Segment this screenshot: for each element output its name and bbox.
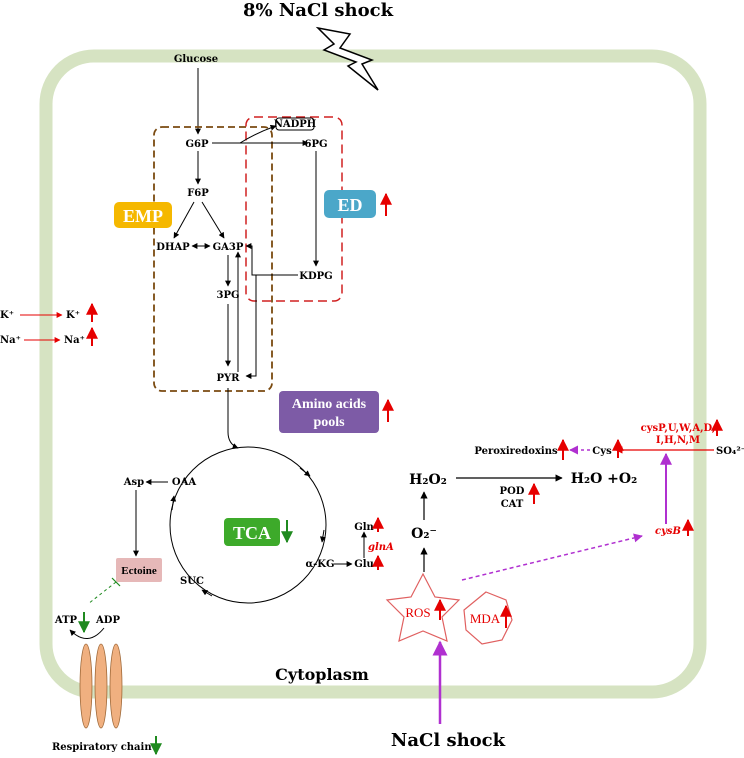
emp-label: EMP [123, 206, 163, 226]
cys-label: Cys [592, 446, 612, 457]
tca-label: TCA [233, 523, 271, 543]
ros-star [385, 572, 461, 642]
tca-box [224, 518, 280, 546]
superoxide-label: O₂⁻ [411, 526, 437, 542]
atp-label: ATP [54, 615, 78, 626]
pyr-label: PYR [217, 373, 241, 384]
nacl-shock-label: NaCl shock [391, 730, 506, 751]
ed-box [324, 190, 376, 218]
tca-arrow-top [299, 467, 311, 477]
glucose-label: Glucose [174, 54, 218, 65]
suc-label: SUC [180, 576, 204, 587]
glu-label: Glu [354, 559, 374, 570]
ed-label: ED [337, 195, 362, 215]
respiratory-protein-3 [109, 643, 123, 729]
ros-to-cysb-arrow [461, 533, 643, 581]
glna-label: glnA [368, 542, 394, 553]
g6p-label: G6P [185, 139, 208, 150]
cytoplasm-label: Cytoplasm [275, 665, 369, 684]
emp-frame [153, 126, 273, 392]
water-oxygen-label: H₂O +O₂ [571, 471, 638, 487]
3pg-label: 3PG [216, 290, 239, 301]
f6p-to-ga3p-arrow [201, 201, 225, 239]
ectoine-box [116, 558, 162, 582]
ectoine-inhibit-line [87, 581, 117, 605]
ectoine-label: Ectoine [121, 565, 157, 577]
na-in-label: Na⁺ [64, 335, 85, 346]
tca-arrow-left [170, 495, 177, 511]
cysb-label: cysB [655, 526, 681, 537]
k-in-label: K⁺ [66, 310, 80, 321]
kdpg-label: KDPG [299, 271, 332, 282]
adp-label: ADP [95, 615, 120, 626]
gln-label: Gln [354, 522, 374, 533]
f6p-to-dhap-arrow [173, 201, 195, 239]
asp-label: Asp [123, 477, 144, 488]
tca-cycle [169, 446, 327, 604]
cys-genes-line1: cysP,U,W,A,D, [641, 423, 716, 434]
ros-label: ROS [405, 605, 430, 620]
dhap-label: DHAP [156, 242, 190, 253]
kdpg-to-ga3p-arrow [245, 243, 298, 276]
oaa-label: OAA [172, 477, 196, 488]
peroxiredoxins-label: Peroxiredoxins [474, 446, 558, 457]
ectoine-inhibit-bar [111, 577, 121, 587]
cys-genes-line2: I,H,N,M [656, 435, 700, 446]
so4-label: SO₄²⁻ [716, 446, 744, 457]
lightning-icon [315, 26, 379, 91]
cat-label: CAT [501, 499, 524, 510]
amino-acids-label-2: pools [313, 415, 345, 430]
pod-label: POD [500, 486, 525, 497]
respiratory-protein-1 [79, 643, 93, 729]
tca-arrow-bottom [201, 589, 213, 597]
f6p-label: F6P [187, 188, 209, 199]
atp-adp-arc [69, 627, 105, 639]
nadph-box [275, 117, 315, 131]
k-out-label: K⁺ [0, 310, 14, 321]
6pg-label: 6PG [304, 139, 327, 150]
amino-acids-label-1: Amino acids [292, 397, 367, 412]
h2o2-label: H₂O₂ [409, 472, 447, 488]
mda-label: MDA [470, 611, 501, 626]
nadph-label: NADPH [274, 119, 317, 130]
respiratory-protein-2 [94, 643, 108, 729]
pyr-to-tca-arrow [227, 388, 239, 449]
tca-arrow-right [319, 529, 326, 543]
amino-acids-box [279, 391, 379, 433]
title: 8% NaCl shock [243, 0, 394, 21]
kdpg-to-pyr-arrow [245, 275, 257, 379]
respiratory-chain-label: Respiratory chain [52, 742, 152, 753]
akg-label: α-KG [305, 559, 334, 570]
nadph-arc [239, 124, 277, 144]
emp-box [114, 202, 172, 228]
ga3p-label: GA3P [213, 242, 244, 253]
na-out-label: Na⁺ [0, 335, 21, 346]
cell-membrane [39, 49, 707, 699]
